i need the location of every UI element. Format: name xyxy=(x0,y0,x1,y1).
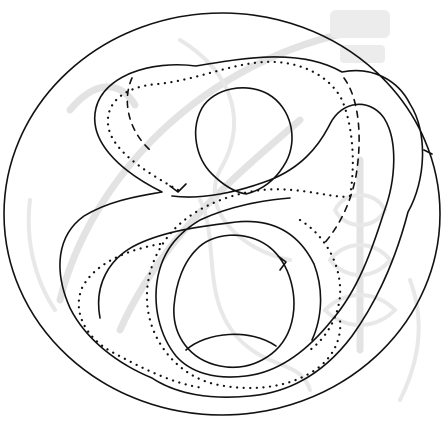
lower-hole-inner-arc xyxy=(186,334,276,350)
watermark-emblem xyxy=(29,10,419,400)
dashed-curve-right xyxy=(322,78,359,246)
band-outer-curve xyxy=(60,57,423,397)
dashed-curve-left xyxy=(127,78,150,150)
boundary-tick xyxy=(424,150,432,154)
